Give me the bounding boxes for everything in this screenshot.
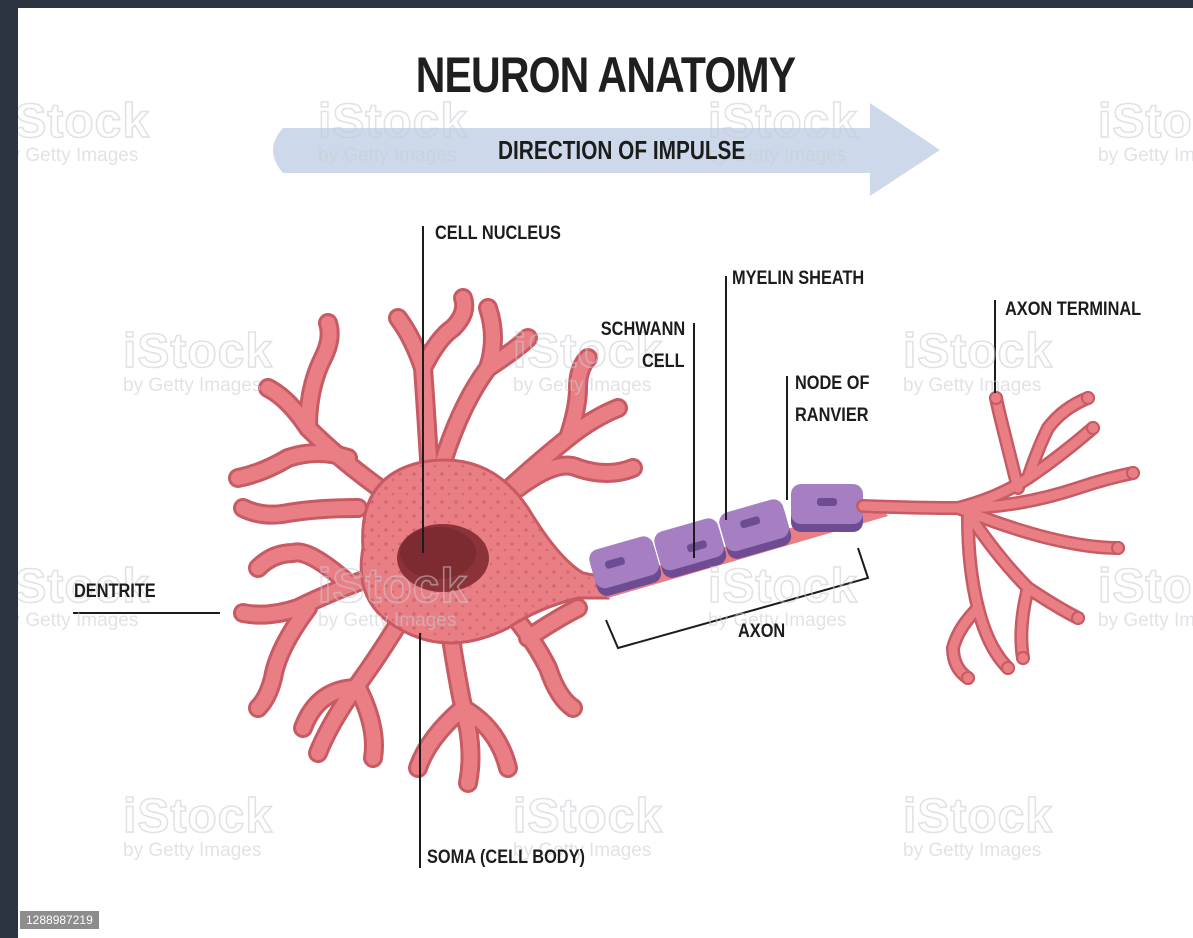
diagram-title: NEURON ANATOMY xyxy=(124,46,1088,104)
label-schwann-cell-line1: SCHWANN xyxy=(601,318,685,342)
label-schwann-cell-line2: CELL xyxy=(642,350,685,374)
label-soma: SOMA (CELL BODY) xyxy=(427,846,585,870)
label-myelin-sheath: MYELIN SHEATH xyxy=(732,267,864,291)
label-dentrite: DENTRITE xyxy=(74,580,156,604)
axon-terminal xyxy=(863,392,1139,684)
cell-nucleus xyxy=(397,524,489,592)
label-axon-terminal: AXON TERMINAL xyxy=(1005,298,1141,322)
label-cell-nucleus: CELL NUCLEUS xyxy=(435,222,561,246)
image-id-badge: 1288987219 xyxy=(20,911,99,929)
label-node-of-ranvier-line2: RANVIER xyxy=(795,404,869,428)
label-axon: AXON xyxy=(738,620,785,644)
label-node-of-ranvier-line1: NODE OF xyxy=(795,372,869,396)
myelin-sheath xyxy=(587,484,863,598)
impulse-direction-label: DIRECTION OF IMPULSE xyxy=(498,136,745,164)
